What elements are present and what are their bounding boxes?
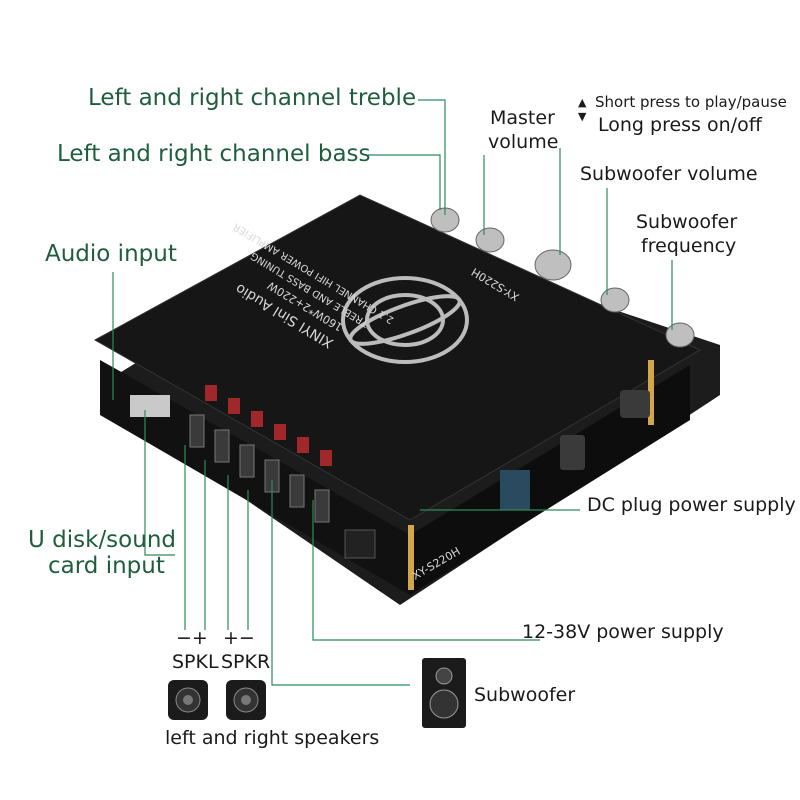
bass-pointer (368, 154, 441, 210)
board-logo (341, 276, 469, 364)
master-volume-knob (534, 249, 572, 281)
subwoofer-frequency-knob (665, 322, 695, 348)
udisk-label-2: card input (48, 553, 165, 579)
dc-plug-label: DC plug power supply (587, 494, 796, 516)
standoffs (408, 360, 654, 590)
power-supply-label: 12-38V power supply (522, 621, 724, 643)
spkl-label: SPKL (172, 651, 219, 673)
speakers-label: left and right speakers (165, 727, 380, 749)
power-supply-pointer (312, 500, 540, 641)
bass-label: Left and right channel bass (57, 141, 371, 167)
subwoofer-volume-label: Subwoofer volume (580, 163, 758, 185)
board-top-panel (93, 194, 702, 521)
subwoofer-frequency-label-2: frequency (641, 235, 737, 257)
subwoofer-frequency-label-1: Subwoofer (636, 211, 738, 233)
udisk-pointer (144, 410, 175, 556)
master-volume-label-2: volume (488, 131, 559, 153)
right-speaker-icon (226, 680, 266, 720)
spkr-polarity: +− (223, 627, 255, 649)
speaker-terminals (189, 414, 330, 523)
usb-port (130, 395, 170, 417)
treble-label: Left and right channel treble (88, 85, 417, 111)
subwoofer-icon (422, 658, 466, 728)
left-speaker-icon (168, 680, 208, 720)
spkl-polarity: −+ (176, 627, 208, 649)
board-side-right (410, 365, 690, 595)
dc-jack (344, 529, 376, 559)
spkr-label: SPKR (221, 651, 271, 673)
components (500, 390, 650, 510)
audio-input-label: Audio input (45, 241, 177, 267)
subwoofer-pointer (271, 480, 410, 686)
knob-group (430, 207, 695, 348)
pointer-lines (112, 99, 673, 686)
udisk-label-1: U disk/sound (28, 527, 176, 553)
terminal-openings (205, 385, 332, 466)
master-volume-label-1: Master (490, 107, 555, 129)
subwoofer-label: Subwoofer (474, 684, 576, 706)
short-press-label: Short press to play/pause (595, 93, 787, 111)
long-press-label: Long press on/off (598, 114, 762, 136)
arrow-icons: ▲▼ (578, 96, 587, 123)
board-printed-text: XINYI Sinl Audio 160W*2+220W TREBLE AND … (232, 220, 396, 350)
subwoofer-volume-knob (600, 287, 630, 313)
bass-knob (475, 227, 505, 253)
board-side-front (100, 360, 410, 595)
treble-pointer (418, 99, 446, 215)
